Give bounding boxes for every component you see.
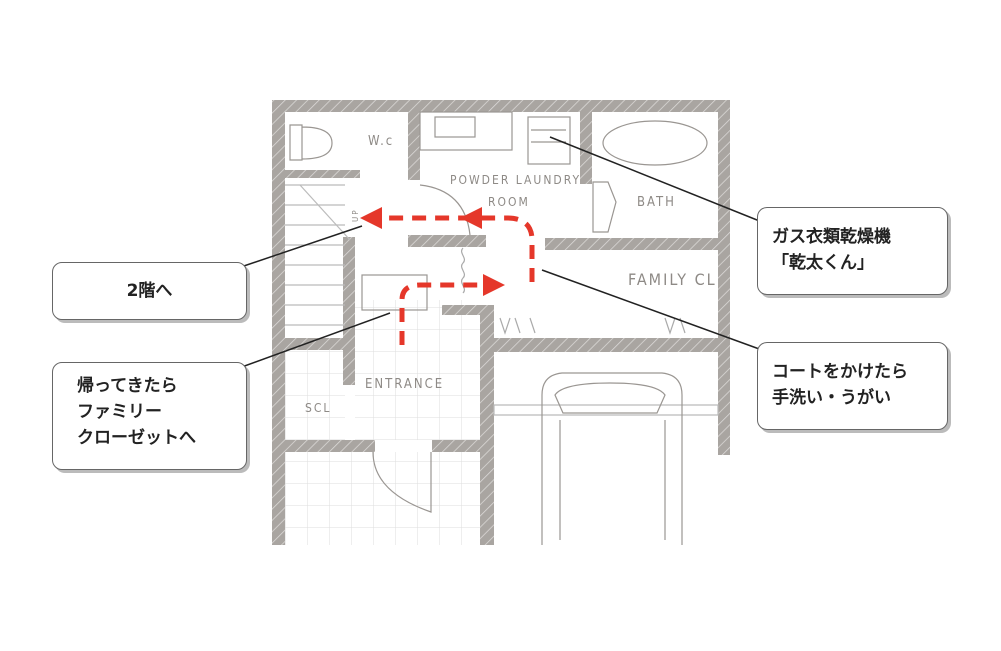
callout-text: 手洗い・うがい <box>772 388 891 408</box>
callout-text: ファミリー <box>77 402 162 422</box>
walking-route <box>385 215 535 345</box>
arrow-right-icon <box>483 274 505 296</box>
walls <box>272 100 730 545</box>
callout-text: ガス衣類乾燥機 <box>772 227 891 247</box>
callout-coat: コートをかけたら 手洗い・うがい <box>757 342 948 430</box>
stair-up-label: UP <box>351 208 360 222</box>
dryer-icon <box>527 116 571 165</box>
room-label-powder-room: ROOM <box>488 195 530 209</box>
room-label-entrance: ENTRANCE <box>365 377 444 392</box>
car-icon <box>541 372 683 545</box>
callout-text: クローゼットへ <box>77 428 196 448</box>
tiled-floors <box>285 300 480 545</box>
room-label-scl: SCL <box>305 401 331 415</box>
door-arc <box>419 184 471 236</box>
callout-text: 2階へ <box>126 281 173 301</box>
callout-stairs: 2階へ <box>52 262 247 320</box>
callout-text: 帰ってきたら <box>77 376 178 396</box>
room-label-wc: W.c <box>368 134 394 149</box>
callout-text: 「乾太くん」 <box>772 253 874 273</box>
arrow-left-icon <box>460 207 482 229</box>
entrance-door <box>372 451 432 513</box>
room-label-family-cl: FAMILY CL <box>628 270 717 289</box>
callout-family-closet: 帰ってきたら ファミリー クローゼットへ <box>52 362 247 470</box>
callout-gas-dryer: ガス衣類乾燥機 「乾太くん」 <box>757 207 948 295</box>
toilet-icon <box>289 124 333 161</box>
room-label-bath: BATH <box>637 195 676 210</box>
fixtures <box>285 111 719 545</box>
route-arrowheads <box>360 207 505 296</box>
room-label-powder: POWDER LAUNDRY <box>450 173 581 187</box>
arrow-left-icon <box>360 207 382 229</box>
sink-icon <box>434 116 476 138</box>
mat <box>361 274 428 311</box>
leader-lines <box>227 136 763 373</box>
bathtub-icon <box>602 120 708 166</box>
callout-text: コートをかけたら <box>772 362 908 382</box>
